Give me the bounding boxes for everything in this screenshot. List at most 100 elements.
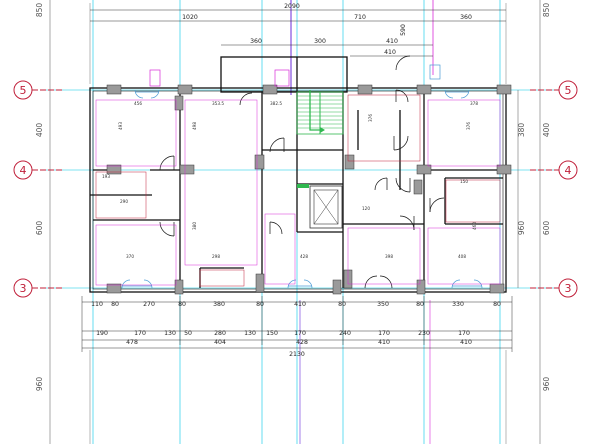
dim-right-small: 590	[400, 24, 407, 36]
right-dimension-line	[517, 0, 541, 444]
dim-stair-2: 300	[314, 38, 326, 45]
dim-right-4: 600	[542, 221, 551, 236]
axis-5-right: 5	[530, 80, 578, 100]
column	[344, 154, 355, 170]
column	[177, 84, 193, 95]
room-dim: 460	[472, 222, 477, 230]
window	[303, 279, 313, 289]
room-dim: 380	[192, 222, 197, 230]
window	[150, 89, 160, 99]
column	[106, 283, 122, 294]
column	[357, 84, 373, 95]
window	[287, 279, 297, 289]
room-dim: 150	[460, 179, 468, 184]
room-dim: 382.5	[270, 101, 282, 106]
dim-b2-2: 130	[164, 330, 176, 337]
dim-b2-0: 190	[96, 330, 108, 337]
dim-b3-3: 410	[378, 339, 390, 346]
dim-b1-9: 80	[416, 301, 424, 308]
window	[134, 89, 144, 99]
axis-markers: 5 4 3 5 4 3	[13, 80, 578, 298]
column	[416, 164, 432, 175]
axis-4-right: 4	[530, 160, 578, 180]
door-swing	[429, 197, 445, 213]
column	[174, 279, 184, 295]
dim-bottom-total: 2130	[289, 351, 305, 358]
room-dim: 408	[458, 254, 466, 259]
axis-3-right-label: 3	[565, 282, 572, 295]
dim-b2-8: 240	[339, 330, 351, 337]
door-swing	[269, 221, 283, 235]
dim-b3-0: 478	[126, 339, 138, 346]
door-swing	[374, 177, 388, 191]
column	[489, 283, 505, 294]
window	[473, 279, 483, 289]
staircase	[296, 90, 344, 135]
door-swing	[379, 275, 393, 289]
axis-3-right: 3	[530, 278, 578, 298]
column	[255, 273, 265, 293]
dim-b1-7: 80	[338, 301, 346, 308]
axis-3-left-label: 3	[20, 282, 27, 295]
column	[179, 164, 195, 175]
dim-left-3: 600	[35, 221, 44, 236]
room-outlines	[95, 94, 501, 287]
column	[254, 154, 265, 170]
room-dim: 290	[120, 199, 128, 204]
bottom-dim-row-2: 190 170 130 50 280 130 150 170 240 170 2…	[96, 330, 470, 337]
dim-right-5: 960	[517, 221, 526, 236]
room-dimension-labels: 456 493 498 353.5 380 382.5 376 376 378 …	[102, 101, 478, 259]
dim-b1-3: 80	[178, 301, 186, 308]
dim-b1-4: 380	[213, 301, 225, 308]
dim-b1-10: 330	[452, 301, 464, 308]
door-swing	[395, 89, 409, 103]
window	[460, 89, 470, 99]
dim-left-4: 960	[35, 377, 44, 392]
room-dim: 428	[300, 254, 308, 259]
window	[143, 279, 153, 289]
dim-b3-2: 428	[296, 339, 308, 346]
dim-top-total: 2090	[284, 3, 300, 10]
guide-lines	[290, 0, 434, 444]
room-dim: 370	[126, 254, 134, 259]
elevator	[297, 184, 343, 229]
window	[444, 89, 454, 99]
room-dim: 353.5	[212, 101, 224, 106]
dim-top-seg-3: 360	[460, 14, 472, 21]
room-dim: 376	[466, 122, 471, 130]
dim-b1-1: 80	[111, 301, 119, 308]
room-dim: 298	[212, 254, 220, 259]
lower-outline	[89, 3, 507, 444]
bottom-dim-row-3: 478 404 428 410 410	[126, 339, 472, 346]
windows	[121, 64, 483, 289]
dim-b2-1: 170	[134, 330, 146, 337]
dim-b2-10: 230	[418, 330, 430, 337]
dim-stair-3: 410	[386, 38, 398, 45]
room-dim: 456	[134, 101, 142, 106]
column	[262, 84, 278, 95]
column	[416, 84, 432, 95]
room-dim: 493	[118, 122, 123, 130]
dim-b2-11: 170	[458, 330, 470, 337]
window	[121, 279, 131, 289]
dim-b1-6: 410	[294, 301, 306, 308]
column	[106, 84, 122, 95]
dim-top-seg-1: 1020	[182, 14, 198, 21]
door-swing	[393, 135, 409, 151]
walls	[89, 56, 507, 293]
axis-5-right-label: 5	[565, 84, 572, 97]
axis-3-left: 3	[13, 278, 62, 298]
stair-arrow-icon	[320, 127, 325, 133]
room-dim: 193	[102, 174, 110, 179]
column	[106, 164, 122, 175]
door-swing	[395, 177, 411, 193]
dim-top-seg-2: 710	[354, 14, 366, 21]
door-swing	[395, 55, 411, 71]
column	[413, 179, 423, 195]
dim-left-2: 400	[35, 123, 44, 138]
dim-b2-6: 150	[266, 330, 278, 337]
dim-b2-4: 280	[214, 330, 226, 337]
dim-stair-4: 410	[384, 49, 396, 56]
dim-b3-4: 410	[460, 339, 472, 346]
